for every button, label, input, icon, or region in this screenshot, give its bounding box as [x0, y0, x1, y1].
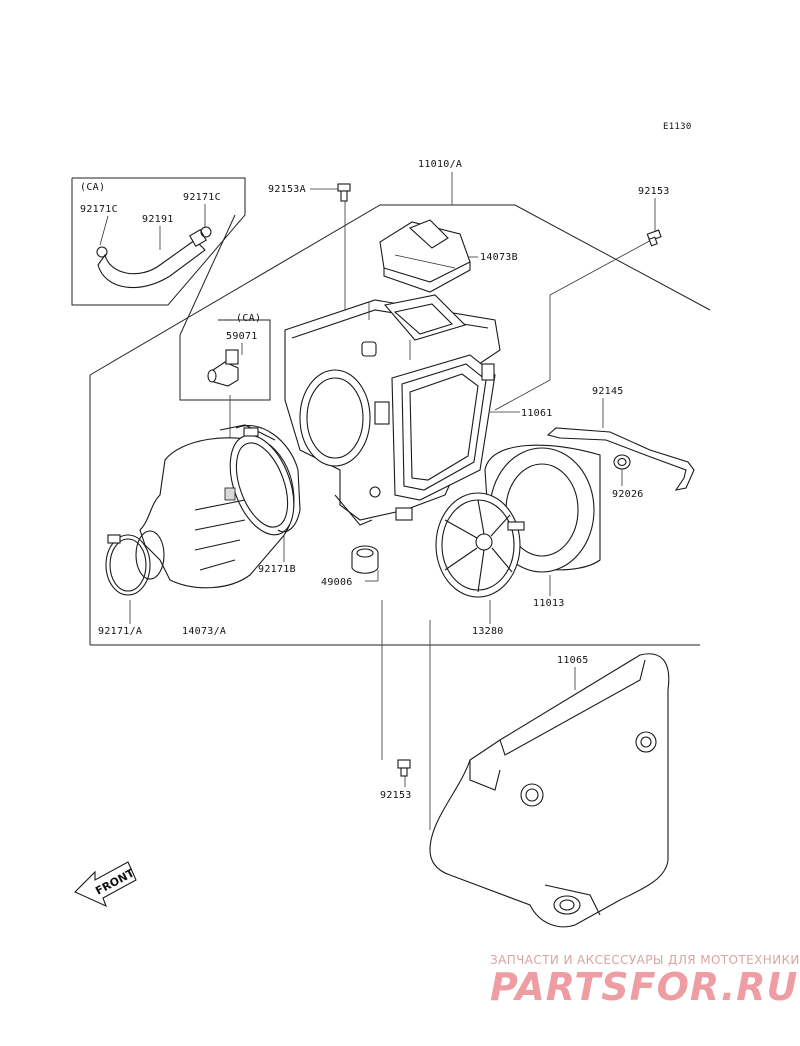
bolt-92153-bottom	[397, 759, 411, 777]
label-92171C-left: 92171C	[80, 204, 118, 215]
filter-frame-13280	[435, 492, 525, 598]
clamp-92171A	[105, 530, 165, 596]
label-92191: 92191	[142, 214, 174, 225]
front-arrow: FRONT	[74, 861, 137, 908]
clamp-92171B	[235, 425, 301, 533]
cover-14073B	[379, 219, 471, 293]
label-92171A: 92171/A	[98, 626, 142, 637]
label-92145: 92145	[592, 386, 624, 397]
bolt-92153A	[337, 183, 351, 202]
watermark-brand: PARTSFOR.RU	[490, 965, 798, 1009]
part-number-labels: E1130 11010/A 92153A 92153 14073B (CA) 9…	[80, 122, 692, 801]
grommet-92026	[613, 454, 631, 470]
hose-92191	[96, 226, 212, 289]
watermark-tagline: ЗАПЧАСТИ И АКСЕССУАРЫ ДЛЯ МОТОТЕХНИКИ	[490, 953, 800, 967]
label-49006: 49006	[321, 577, 353, 588]
label-92171C-right: 92171C	[183, 192, 221, 203]
diagram-code: E1130	[663, 122, 692, 132]
label-11013: 11013	[533, 598, 565, 609]
plug-49006	[351, 545, 379, 574]
label-11061: 11061	[521, 408, 553, 419]
label-92153A: 92153A	[268, 184, 306, 195]
label-11010A: 11010/A	[418, 159, 462, 170]
label-ca-top: (CA)	[80, 182, 105, 193]
label-59071: 59071	[226, 331, 258, 342]
intake-duct-14073A	[139, 424, 295, 589]
label-14073A: 14073/A	[182, 626, 226, 637]
label-13280: 13280	[472, 626, 504, 637]
side-cover-11065	[429, 653, 670, 928]
fitting-59071	[207, 349, 239, 387]
watermark: ЗАПЧАСТИ И АКСЕССУАРЫ ДЛЯ МОТОТЕХНИКИ PA…	[490, 953, 800, 1009]
label-92171B: 92171B	[258, 564, 296, 575]
label-92153-bottom: 92153	[380, 790, 412, 801]
label-92026: 92026	[612, 489, 644, 500]
label-leaders	[99, 188, 656, 787]
label-ca-mid: (CA)	[236, 313, 261, 324]
label-14073B: 14073B	[480, 252, 518, 263]
bolt-92153-top	[646, 229, 662, 247]
wire-clip-92145	[546, 427, 695, 491]
label-11065: 11065	[557, 655, 589, 666]
air-box-housing	[284, 294, 501, 526]
label-92153-top: 92153	[638, 186, 670, 197]
